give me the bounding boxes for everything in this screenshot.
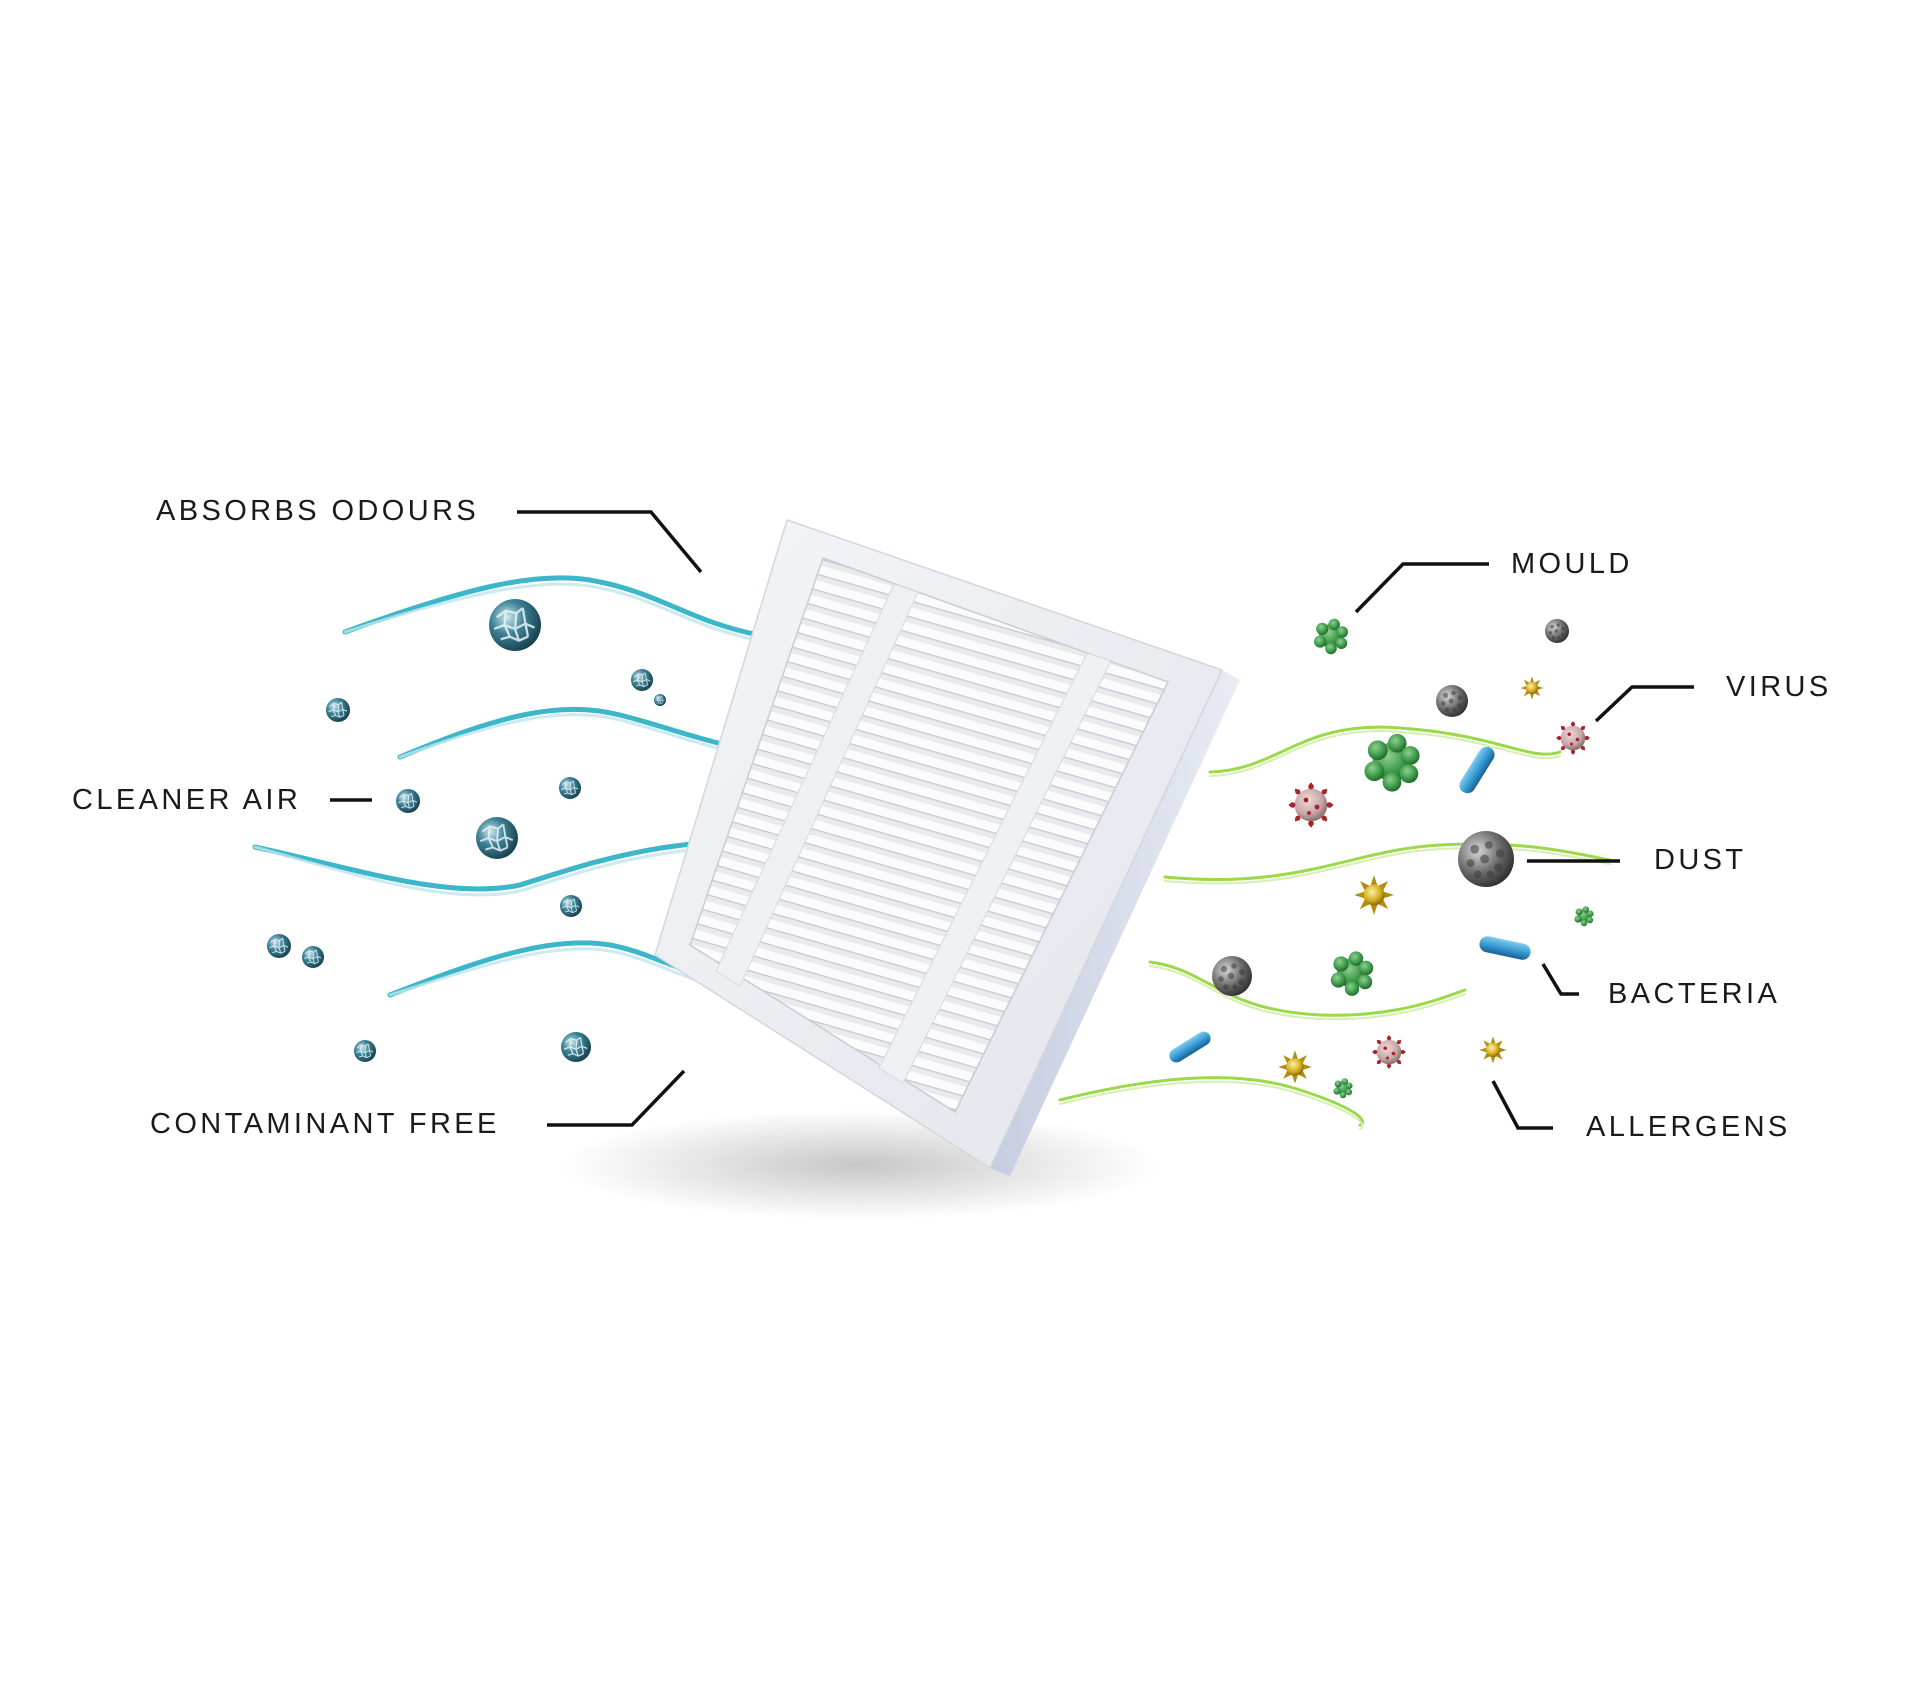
- label-mould: MOULD: [1511, 548, 1633, 580]
- filter-shadow: [560, 1110, 1160, 1220]
- dust-icon: [1212, 956, 1252, 996]
- allergen-icon: [1354, 875, 1394, 915]
- dust-icon: [1436, 685, 1468, 717]
- virus-icon: [1290, 784, 1332, 826]
- leader-line-allergens: [1491, 1080, 1553, 1130]
- leader-lines: [330, 510, 1694, 1130]
- carbon-particle-icon: [558, 776, 582, 800]
- filter-divider: [878, 652, 1112, 1084]
- leader-line-mould: [1354, 562, 1489, 614]
- clean-air-streams: [252, 575, 948, 1008]
- dirty-air-stream: [1163, 842, 1612, 881]
- dirty-air-streams: [1058, 725, 1612, 1130]
- label-allergens: ALLERGENS: [1586, 1111, 1791, 1143]
- mould-icon: [1330, 951, 1374, 996]
- carbon-particle-icon: [353, 1039, 377, 1063]
- leader-line-virus: [1594, 685, 1694, 723]
- carbon-particle-icon: [653, 693, 667, 707]
- carbon-particle-icon: [559, 894, 583, 918]
- carbon-particle-icon: [630, 668, 654, 692]
- contaminants: [1169, 618, 1594, 1099]
- carbon-particle-icon: [487, 597, 543, 653]
- allergen-icon: [1479, 1036, 1507, 1064]
- dust-icon: [1545, 619, 1569, 643]
- bacteria-icon: [1169, 1031, 1211, 1063]
- filter-side: [990, 670, 1240, 1176]
- leader-line-bacteria: [1541, 963, 1579, 996]
- filter-divider: [715, 583, 919, 987]
- label-virus: VIRUS: [1726, 671, 1832, 703]
- carbon-particle-icon: [266, 933, 292, 959]
- mould-icon: [1314, 618, 1348, 655]
- carbon-particle-icon: [560, 1031, 592, 1063]
- dirty-air-stream: [1208, 725, 1562, 774]
- mould-icon: [1364, 733, 1420, 792]
- label-dust: DUST: [1654, 844, 1747, 876]
- bacteria-icon: [1479, 936, 1531, 960]
- carbon-particle-icon: [301, 945, 325, 969]
- virus-icon: [1557, 722, 1589, 754]
- carbon-particle-icon: [475, 816, 519, 860]
- allergen-icon: [1520, 676, 1544, 700]
- bacteria-icon: [1459, 746, 1495, 794]
- leader-line-contaminant-free: [547, 1069, 686, 1127]
- dust-icon: [1458, 831, 1514, 887]
- carbon-particles: [266, 597, 667, 1063]
- label-cleaner-air: CLEANER AIR: [72, 784, 302, 816]
- label-bacteria: BACTERIA: [1608, 978, 1781, 1010]
- allergen-icon: [1278, 1050, 1312, 1084]
- label-contaminant-free: CONTAMINANT FREE: [150, 1108, 500, 1140]
- label-absorbs-odours: ABSORBS ODOURS: [156, 495, 480, 527]
- carbon-particle-icon: [395, 788, 421, 814]
- mould-icon: [1574, 906, 1594, 927]
- carbon-particle-icon: [325, 697, 351, 723]
- dirty-air-stream: [1148, 960, 1467, 1017]
- filter-panel: [654, 519, 1240, 1176]
- leader-line-absorbs-odours: [517, 510, 703, 574]
- mould-icon: [1333, 1078, 1353, 1099]
- virus-icon: [1373, 1036, 1405, 1068]
- dirty-air-stream: [1058, 1076, 1364, 1127]
